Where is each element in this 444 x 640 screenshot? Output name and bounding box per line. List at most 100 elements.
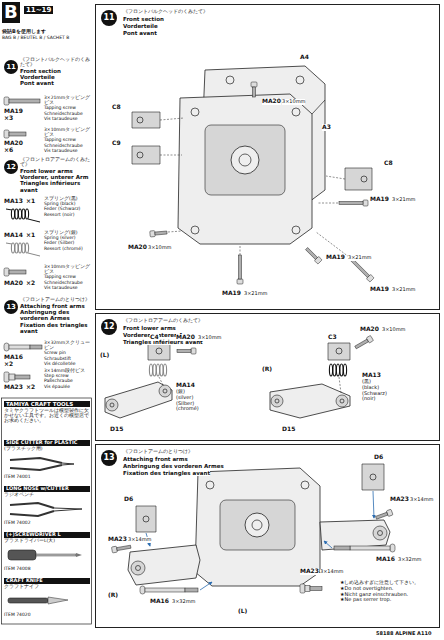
label-text: Vis taraudeuse: [44, 116, 92, 121]
part-code: MA16: [4, 354, 23, 361]
lower-arm-d15: [336, 395, 348, 407]
part-code: Fixation des triangles avant: [20, 322, 92, 335]
step-screw-ma23: [9, 374, 15, 380]
part-code: C8: [384, 160, 393, 167]
label-text: Vis taraudeuse: [44, 285, 92, 290]
part-code: ×1: [26, 232, 35, 239]
step-number: B: [2, 2, 20, 23]
screw-ma19: [350, 258, 369, 277]
label-text: Vis épaulée: [44, 384, 92, 389]
label-text: 3×10mmタッピングビス: [44, 264, 92, 274]
assembly-illustration: [168, 231, 182, 232]
label-text: 3×21mm: [348, 255, 371, 261]
front-arm-left: [128, 545, 200, 585]
bulkhead-a4: [226, 76, 234, 84]
part-code: MA23: [108, 536, 127, 543]
step-screw-ma23: [300, 584, 322, 593]
screw-pin-ma16: [350, 546, 390, 550]
step-panel: 11《フロントバルクヘッドのくみたて》Front sectionVorderte…: [95, 4, 440, 310]
part-code: Pont avant: [20, 80, 92, 86]
part-c4: [148, 343, 170, 360]
long-nose-icon: [10, 511, 54, 516]
spring-ma14: [149, 364, 166, 376]
part-code: ×2: [26, 280, 35, 287]
part-code: (R): [262, 366, 272, 373]
screwdriver-icon: [8, 550, 82, 560]
heading-text: 《フロントアームのとりつけ》: [123, 449, 193, 455]
label-text: プラスドライバーL(大): [4, 538, 90, 543]
part-code: MA14: [176, 382, 195, 389]
spring-black: [11, 209, 14, 219]
part-c3: [328, 343, 350, 360]
step-screw-ma23: [375, 509, 393, 520]
assembly-illustration: [240, 246, 241, 255]
part-code: D15: [110, 426, 123, 433]
part-code: ×3: [4, 115, 13, 122]
step-screw-ma23: [305, 586, 310, 592]
label-text: 3×10mmタッピングビス: [44, 127, 92, 137]
screw-ma19: [239, 255, 242, 279]
screw-ma20: [4, 268, 9, 276]
label-text: 3×10mm: [198, 335, 221, 341]
front-arm-right: [378, 531, 383, 536]
side-cutter-icon: [10, 458, 74, 470]
screw-ma20: [150, 230, 167, 237]
assembly-illustration: [159, 377, 163, 385]
bulkhead-assembly: [301, 481, 309, 489]
screw-pin-ma16: [140, 586, 145, 594]
lower-arm-d15: [340, 399, 344, 403]
spring-black: [28, 219, 40, 222]
part-code: Triangles inférieurs avant: [20, 180, 94, 193]
screw-ma20: [251, 82, 257, 87]
spring-silver: [6, 243, 40, 256]
spring-ma14: [153, 364, 156, 376]
screw-ma19: [4, 97, 9, 105]
spring-silver: [28, 253, 40, 256]
part-code: MA16: [376, 556, 395, 563]
front-arm-right: [320, 520, 390, 550]
tool-name: SIDE CUTTER for PLASTIC: [4, 440, 90, 446]
screwdriver-icon: [36, 554, 76, 556]
part-code: MA19: [370, 286, 389, 293]
front-arm-left: [136, 566, 141, 571]
label-text: ITEM 74008: [4, 566, 31, 571]
step-number: 12: [101, 319, 117, 335]
screw-ma20: [355, 339, 369, 349]
step-screw-ma23: [300, 584, 305, 593]
lower-arm-d15: [105, 382, 172, 418]
label-text: Vis décolletée: [44, 361, 92, 366]
part-code: D15: [282, 426, 295, 433]
step-screw-ma23: [376, 512, 388, 519]
screw-ma19: [237, 279, 243, 284]
part-c8: [132, 112, 160, 128]
heading-text: Anbringung des vorderen Armes: [123, 463, 224, 469]
spring-ma13: [343, 364, 346, 376]
screw-ma20: [251, 82, 257, 97]
label-text: 3×32mm: [172, 599, 195, 605]
bulkhead-a3: [239, 154, 251, 166]
step-screw-ma23: [310, 587, 322, 591]
part-code: MA19: [370, 196, 389, 203]
lower-arm-d15: [270, 384, 350, 418]
part-c8: [160, 118, 184, 120]
step-number: 11: [101, 10, 117, 26]
label-text: ラジオペンチ: [4, 492, 90, 497]
spring-silver: [6, 243, 12, 244]
bulkhead-a3: [178, 94, 312, 244]
part-code: MA23: [4, 384, 23, 391]
part-code: MA19: [222, 290, 241, 297]
spring-black: [22, 209, 25, 219]
label-text: 3×14mm: [410, 497, 433, 503]
spring-black: [15, 209, 18, 219]
spring-ma14: [156, 364, 159, 376]
lower-arm-d15: [270, 384, 350, 418]
bulkhead-assembly: [195, 468, 320, 586]
screw-ma19: [339, 200, 368, 206]
label-text: 3×32mm: [398, 557, 421, 563]
screw-ma20: [253, 87, 256, 97]
step-screw-ma23: [4, 372, 9, 382]
part-code: MA16: [150, 598, 169, 605]
label-text: クラフトナイフ: [4, 584, 90, 589]
screw-ma20: [354, 335, 373, 350]
screwdriver-icon: [8, 550, 36, 560]
